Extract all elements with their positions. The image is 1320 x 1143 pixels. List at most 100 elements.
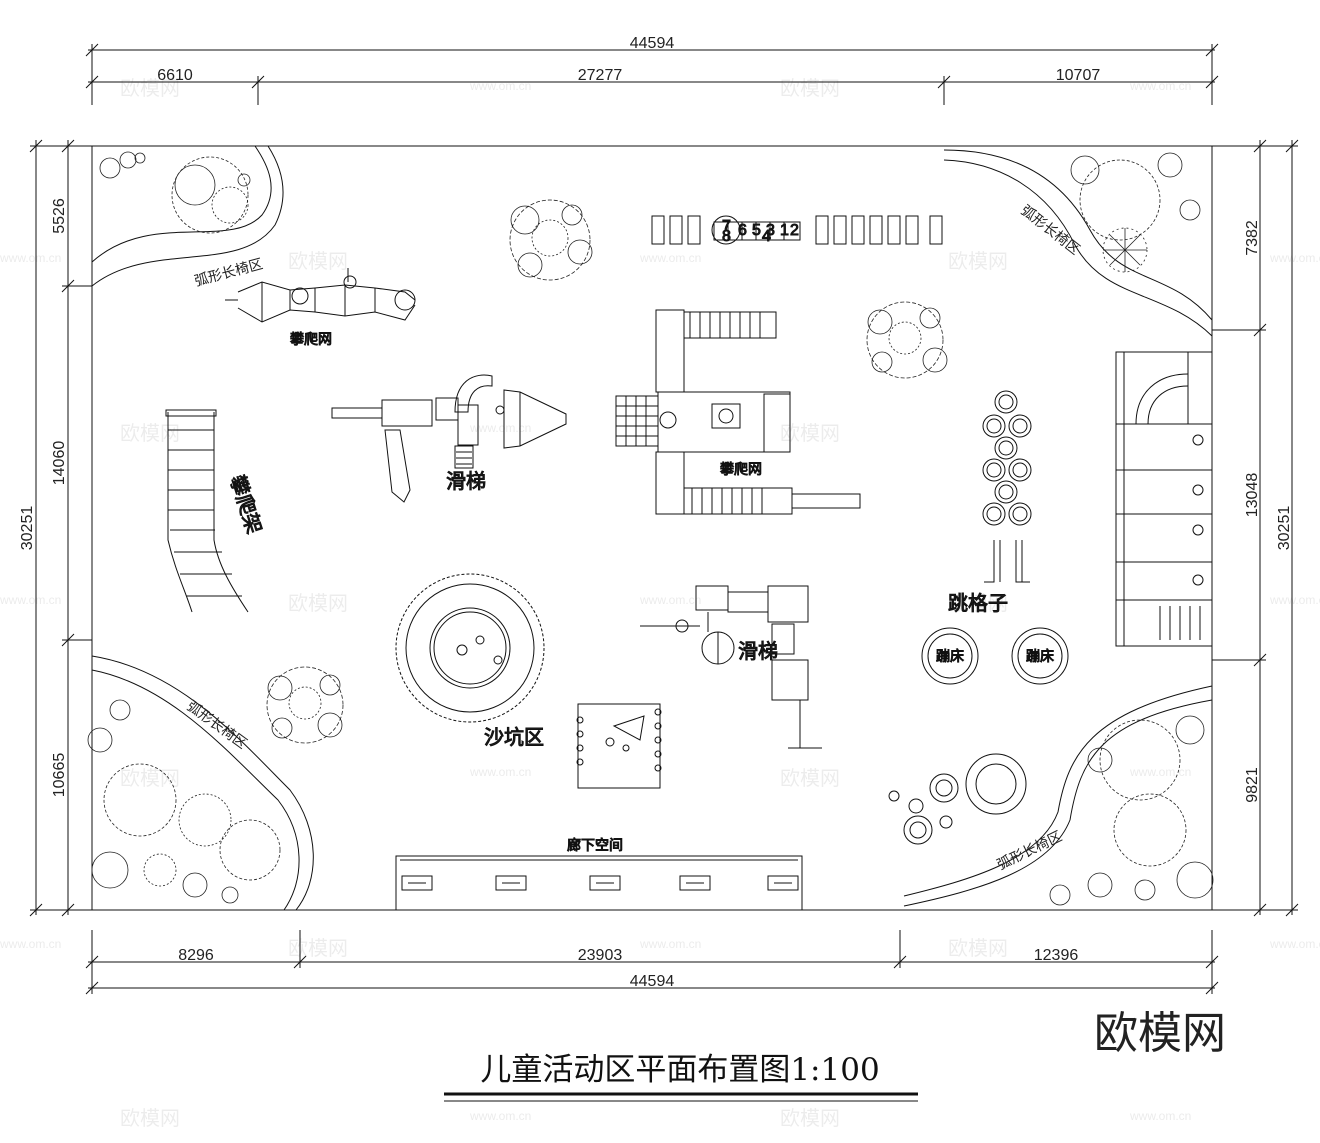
stepping-circles <box>888 753 1027 845</box>
planting-bottom-right <box>1049 715 1214 906</box>
hopscotch-number: 7 <box>722 218 731 235</box>
watermark-url: www.om.cn <box>0 937 61 951</box>
trampoline-1: 蹦床 <box>921 627 979 685</box>
slide-label-1: 滑梯 <box>446 469 486 493</box>
watermark-url: www.om.cn <box>1269 593 1320 607</box>
hopscotch-label: 跳格子 <box>948 591 1008 615</box>
hopscotch-number: 5 <box>752 222 761 239</box>
dimension-left-seg-3: 10665 <box>51 753 68 798</box>
planting-top-center <box>509 199 593 281</box>
watermark-url: www.om.cn <box>469 79 531 93</box>
bench-label-bottom-right: 弧形长椅区 <box>995 829 1065 874</box>
brand-logo-text: 欧模网 <box>1094 1008 1226 1059</box>
slide-1: 滑梯 <box>331 374 567 503</box>
hopscotch-number: 4 <box>762 228 771 245</box>
dimension-top-total: 44594 <box>630 35 675 52</box>
dimension-top-seg-3: 10707 <box>1056 67 1101 84</box>
dimension-right-seg-2: 13048 <box>1244 473 1261 518</box>
bench-label-top-left: 弧形长椅区 <box>193 256 265 290</box>
dimension-bottom: 8296 23903 12396 44594 <box>85 930 1219 995</box>
watermark: 欧模网 <box>948 936 1008 960</box>
watermark-url: www.om.cn <box>639 937 701 951</box>
dimension-top-seg-2: 27277 <box>578 67 623 84</box>
watermark-url: www.om.cn <box>1129 1109 1191 1123</box>
corridor-space: 廊下空间 <box>395 837 803 911</box>
watermark: 欧模网 <box>948 591 1008 615</box>
hopscotch-number: 8 <box>722 228 731 245</box>
dimension-left-seg-1: 5526 <box>51 198 68 234</box>
dimension-top-seg-1: 6610 <box>157 67 193 84</box>
watermark: 欧模网 <box>948 249 1008 273</box>
hopscotch-top: 6 5 3 1 7 8 4 2 <box>651 215 943 246</box>
dimension-right: 7382 13048 9821 30251 <box>1212 139 1299 917</box>
trampoline-label-1: 蹦床 <box>936 649 964 665</box>
slide-label-2: 滑梯 <box>738 639 778 663</box>
trampoline-2: 蹦床 <box>1011 627 1069 685</box>
watermark-url: www.om.cn <box>1129 79 1191 93</box>
watermark-layer: 欧模网 欧模网 欧模网 欧模网 欧模网 欧模网 欧模网 欧模网 欧模网 欧模网 … <box>0 76 1320 1130</box>
watermark-url: www.om.cn <box>1269 937 1320 951</box>
watermark-url: www.om.cn <box>0 251 61 265</box>
watermark: 欧模网 <box>780 1106 840 1130</box>
climbing-frame-label: 攀爬架 <box>225 472 266 536</box>
hopscotch-number: 2 <box>790 222 799 239</box>
planting-top-right <box>1070 152 1201 273</box>
climbing-net-label-2: 攀爬网 <box>720 462 762 478</box>
sports-strip <box>1115 351 1213 647</box>
watermark: 欧模网 <box>780 766 840 790</box>
dimension-bottom-total: 44594 <box>630 973 675 990</box>
watermark: 欧模网 <box>288 249 348 273</box>
bench-label-bottom-left: 弧形长椅区 <box>184 698 250 752</box>
climbing-net-1: 攀爬网 <box>225 268 416 349</box>
planting-top-left <box>99 151 251 234</box>
watermark: 欧模网 <box>120 1106 180 1130</box>
dimension-top: 44594 6610 27277 10707 <box>85 35 1219 105</box>
trampoline-label-2: 蹦床 <box>1026 649 1054 665</box>
play-structure-central: 攀爬网 <box>615 309 861 515</box>
drawing-title: 儿童活动区平面布置图1:100 <box>480 1052 879 1088</box>
watermark: 欧模网 <box>120 421 180 445</box>
dimension-left-seg-2: 14060 <box>51 441 68 486</box>
dimension-right-seg-1: 7382 <box>1244 220 1261 256</box>
climbing-net-label-1: 攀爬网 <box>290 332 332 348</box>
bench-label-top-right: 弧形长椅区 <box>1018 203 1083 259</box>
corridor-label: 廊下空间 <box>567 837 623 854</box>
dimension-left: 30251 5526 14060 10665 <box>19 139 92 917</box>
watermark-url: www.om.cn <box>469 1109 531 1123</box>
planting-bottom-left <box>87 699 281 904</box>
planting-mid-right <box>866 301 948 379</box>
dimension-bottom-seg-1: 8296 <box>178 947 214 964</box>
dimension-left-total: 30251 <box>19 506 36 551</box>
watermark: 欧模网 <box>288 936 348 960</box>
watermark-url: www.om.cn <box>1269 251 1320 265</box>
dimension-right-seg-3: 9821 <box>1244 767 1261 803</box>
watermark: 欧模网 <box>120 76 180 100</box>
hopscotch-rings: 跳格子 <box>948 390 1032 616</box>
dimension-bottom-seg-3: 12396 <box>1034 947 1079 964</box>
sandpit-play-frame <box>576 703 662 789</box>
curved-bench-top-right: 弧形长椅区 <box>943 149 1213 337</box>
drawing-title-block: 儿童活动区平面布置图1:100 <box>444 1052 918 1102</box>
watermark: 欧模网 <box>780 76 840 100</box>
watermark-url: www.om.cn <box>1129 765 1191 779</box>
dimension-right-total: 30251 <box>1276 506 1293 551</box>
curved-bench-bottom-right: 弧形长椅区 <box>903 685 1213 907</box>
hopscotch-number: 3 <box>766 222 775 239</box>
curved-bench-top-left: 弧形长椅区 <box>91 145 284 290</box>
dimension-bottom-seg-2: 23903 <box>578 947 623 964</box>
watermark-url: www.om.cn <box>469 421 531 435</box>
watermark-url: www.om.cn <box>0 593 61 607</box>
watermark: 欧模网 <box>780 421 840 445</box>
climbing-frame: 攀爬架 <box>165 409 267 613</box>
watermark-url: www.om.cn <box>469 765 531 779</box>
watermark-url: www.om.cn <box>639 251 701 265</box>
slide-2: 滑梯 <box>640 585 822 749</box>
sandpit-label: 沙坑区 <box>484 725 544 749</box>
planting-mid-left <box>266 666 344 744</box>
hopscotch-number: 6 <box>738 222 747 239</box>
hopscotch-number: 1 <box>780 222 789 239</box>
sandpit: 沙坑区 <box>395 573 545 750</box>
watermark-url: www.om.cn <box>639 593 701 607</box>
